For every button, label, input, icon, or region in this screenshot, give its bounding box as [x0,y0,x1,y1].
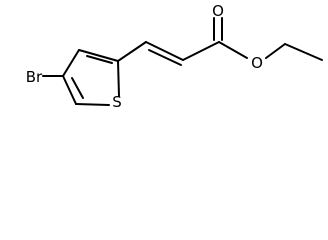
bond-c5-c4 [62,75,77,105]
bond-vinyl-carbonyl [182,41,220,61]
bond-c3-c2 [78,49,119,62]
bromine-label: Br [26,68,43,86]
bond-c4-c3 [62,49,80,77]
bond-c2-s [117,60,120,97]
carbonyl-oxygen-label: O [212,2,224,20]
bond-vinyl-double-inner [148,49,182,66]
bond-vinyl-double [145,41,184,61]
sulfur-label: S [112,93,122,111]
bond-c5-c4-inner [71,77,84,99]
bond-ester-o-ch2 [265,43,286,59]
chemical-structure: Br S O O [26,2,323,111]
bond-c2-vinyl [117,41,147,62]
bond-s-c5 [75,103,110,106]
bond-carbonyl-ester-o [218,41,248,59]
bond-c2-c3-inner [86,55,113,64]
ester-oxygen-label: O [251,54,263,72]
bond-ch2-ch3 [284,43,323,61]
